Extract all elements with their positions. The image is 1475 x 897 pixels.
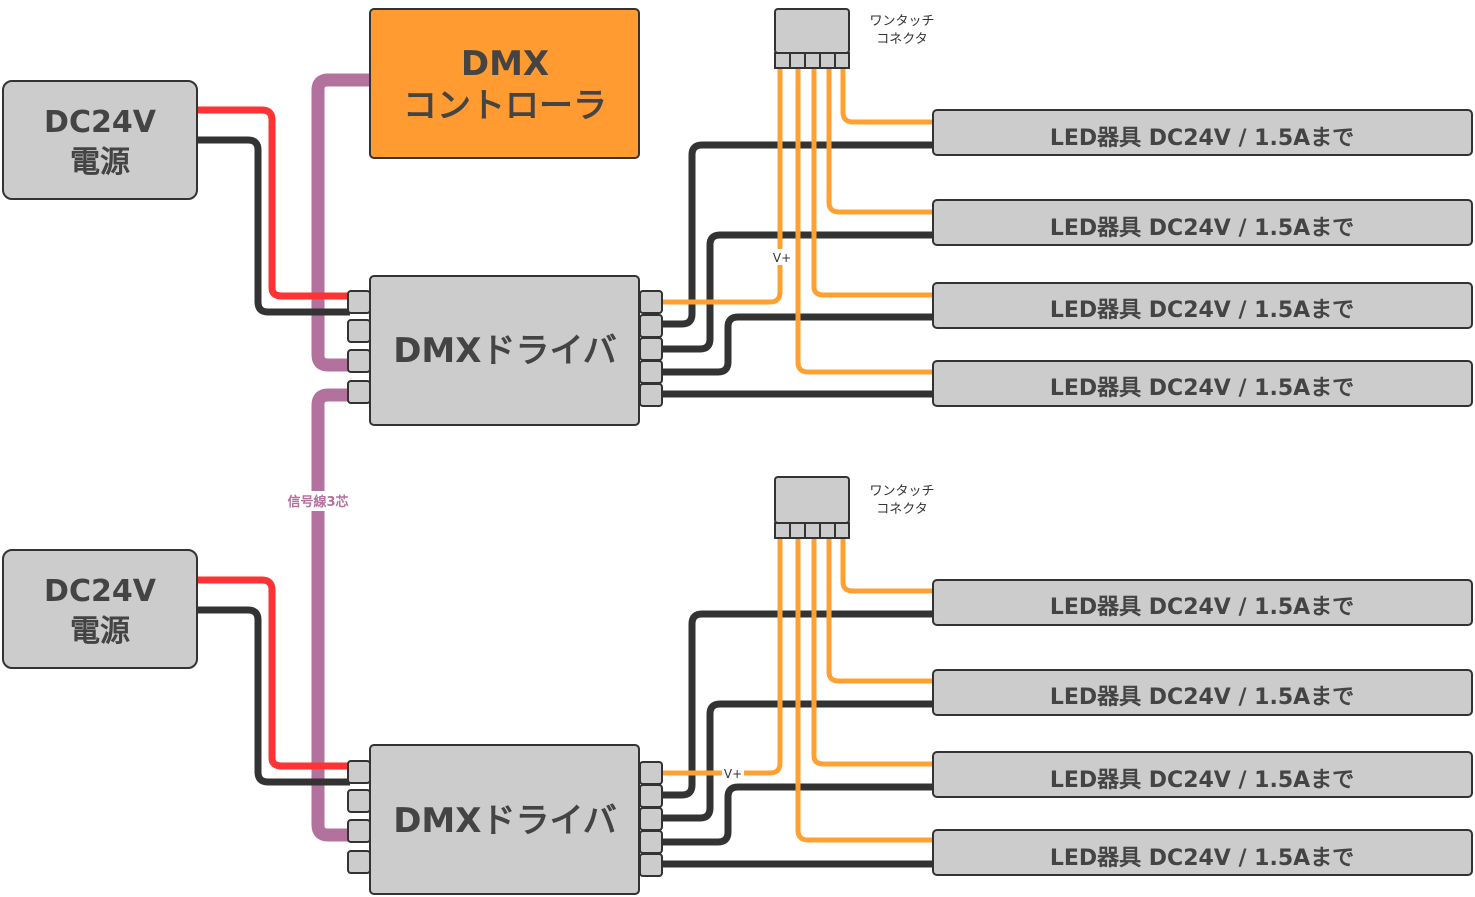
led-fixture-top-1: LED器具 DC24V / 1.5Aまで	[932, 109, 1473, 156]
vplus-wire-led-4-top	[795, 68, 935, 375]
channel-wire-1-bottom	[662, 610, 935, 799]
dmx-driver-top: DMXドライバ	[347, 275, 663, 426]
dmx-controller: DMX コントローラ	[369, 8, 640, 159]
driver-bottom-port-left-4	[347, 850, 371, 874]
driver-bottom-port-left-3	[347, 819, 371, 843]
vplus-label-bg-top	[771, 249, 793, 265]
signal-cable-controller-to-driver1	[311, 73, 370, 372]
driver-top-port-right-5	[639, 383, 663, 407]
power-supply-bottom-line1: DC24V	[44, 574, 157, 609]
driver-top-port-right-3	[639, 337, 663, 361]
power-wire-negative-bottom	[197, 606, 350, 786]
connector-top-label-line1: ワンタッチ	[869, 14, 934, 29]
channel-wire-2-top	[662, 231, 935, 353]
led-fixture-bottom-4: LED器具 DC24V / 1.5Aまで	[932, 829, 1473, 876]
channel-wire-2-bottom	[662, 700, 935, 822]
vplus-wire-led-2-top	[826, 68, 935, 215]
driver-bottom-port-right-4	[639, 830, 663, 854]
driver-top-port-left-1	[347, 290, 371, 314]
led-fixture-top-2: LED器具 DC24V / 1.5Aまで	[932, 199, 1473, 246]
power-supply-top-line2: 電源	[70, 145, 130, 180]
led-fixture-top-3-label: LED器具 DC24V / 1.5Aまで	[1050, 298, 1354, 323]
power-supply-top: DC24V 電源	[2, 80, 198, 200]
led-fixture-top-4-label: LED器具 DC24V / 1.5Aまで	[1050, 376, 1354, 401]
dmx-driver-top-label: DMXドライバ	[393, 331, 617, 371]
channel-wire-3-bottom	[662, 783, 935, 846]
channel-wire-3-top	[662, 313, 935, 376]
driver-top-port-right-4	[639, 360, 663, 384]
led-fixture-top-3: LED器具 DC24V / 1.5Aまで	[932, 282, 1473, 329]
vplus-label-bg-bottom	[722, 765, 744, 781]
led-fixture-bottom-2-label: LED器具 DC24V / 1.5Aまで	[1050, 685, 1354, 710]
led-fixture-top-2-label: LED器具 DC24V / 1.5Aまで	[1050, 216, 1354, 241]
vplus-label-bottom: V+	[724, 767, 742, 781]
driver-top-port-left-2	[347, 319, 371, 343]
driver-bottom-port-left-2	[347, 789, 371, 813]
led-fixture-bottom-1-label: LED器具 DC24V / 1.5Aまで	[1050, 595, 1354, 620]
led-fixture-top-1-label: LED器具 DC24V / 1.5Aまで	[1050, 126, 1354, 151]
driver-top-port-left-4	[347, 380, 371, 404]
vplus-label-top: V+	[773, 251, 791, 265]
vplus-wire-led-1-top	[840, 68, 935, 125]
vplus-wire-led-3-bottom	[811, 538, 935, 767]
signal-cable-driver1-to-driver2	[311, 388, 350, 842]
vplus-wire-led-1-bottom	[840, 538, 935, 594]
dmx-driver-bottom-label: DMXドライバ	[393, 801, 617, 841]
driver-top-port-right-1	[639, 290, 663, 314]
led-fixture-bottom-4-label: LED器具 DC24V / 1.5Aまで	[1050, 846, 1354, 871]
driver-bottom-port-right-1	[639, 761, 663, 785]
vplus-wire-led-2-bottom	[826, 538, 935, 684]
channel-wire-1-top	[662, 141, 935, 328]
led-fixture-bottom-3-label: LED器具 DC24V / 1.5Aまで	[1050, 768, 1354, 793]
signal-label-bg	[280, 491, 355, 511]
power-wire-positive-top	[197, 106, 350, 300]
signal-label: 信号線3芯	[287, 494, 348, 510]
driver-bottom-port-right-5	[639, 853, 663, 877]
driver-bottom-port-left-1	[347, 760, 371, 784]
driver-top-port-left-3	[347, 349, 371, 373]
power-wire-negative-top	[197, 136, 350, 316]
driver-bottom-port-right-2	[639, 784, 663, 808]
vplus-wire-led-4-bottom	[795, 538, 935, 843]
dmx-controller-line1: DMX	[461, 44, 549, 84]
connector-bottom-label-line1: ワンタッチ	[869, 484, 934, 499]
vplus-wire-driver-top	[662, 68, 783, 305]
vplus-wire-led-3-top	[811, 68, 935, 298]
led-fixture-bottom-3: LED器具 DC24V / 1.5Aまで	[932, 751, 1473, 798]
led-fixture-bottom-1: LED器具 DC24V / 1.5Aまで	[932, 579, 1473, 626]
dmx-controller-line2: コントローラ	[403, 86, 607, 126]
power-wire-positive-bottom	[197, 576, 350, 770]
power-supply-bottom: DC24V 電源	[2, 549, 198, 669]
power-supply-bottom-line2: 電源	[70, 614, 130, 649]
led-fixture-bottom-2: LED器具 DC24V / 1.5Aまで	[932, 669, 1473, 716]
dmx-driver-bottom: DMXドライバ	[347, 744, 663, 895]
connector-top-label-line2: コネクタ	[876, 32, 927, 47]
one-touch-connector-top: ワンタッチ コネクタ	[774, 8, 935, 69]
driver-top-port-right-2	[639, 314, 663, 338]
vplus-wire-driver-bottom	[662, 538, 783, 776]
driver-bottom-port-right-3	[639, 807, 663, 831]
connector-bottom-label-line2: コネクタ	[876, 502, 927, 517]
one-touch-connector-bottom: ワンタッチ コネクタ	[774, 476, 935, 539]
power-supply-top-line1: DC24V	[44, 105, 157, 140]
led-fixture-top-4: LED器具 DC24V / 1.5Aまで	[932, 360, 1473, 407]
